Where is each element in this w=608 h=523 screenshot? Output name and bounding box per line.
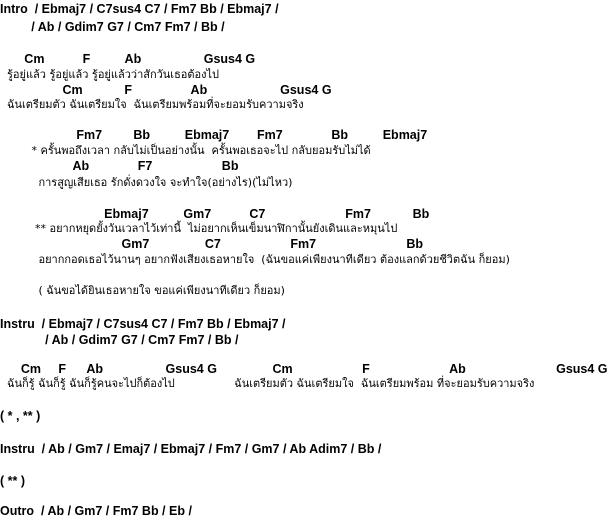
verse2-lyric: ฉันก็รู้ ฉันก็รู้ ฉันก็รู้คนจะไปก็ต้องไป… bbox=[0, 377, 535, 390]
chorus-lyric-1: * ครั้นพอถึงเวลา กลับไม่เป็นอย่างนั้น คร… bbox=[0, 144, 371, 157]
hook-lyric-1: ** อยากหยุดยั้งวันเวลาไว้เท่านี้ ไม่อยาก… bbox=[0, 222, 398, 235]
hook-chords-2: Gm7 C7 Fm7 Bb bbox=[0, 237, 424, 251]
instru-line-1: Instru / Ebmaj7 / C7sus4 C7 / Fm7 Bb / E… bbox=[0, 317, 286, 331]
repeat-marker-2: ( ** ) bbox=[0, 474, 25, 488]
hook-lyric-3: ( ฉันขอได้ยินเธอหายใจ ขอแค่เพียงนาทีเดีย… bbox=[0, 284, 285, 297]
verse1-lyric-1: รู้อยู่แล้ว รู้อยู่แล้ว รู้อยู่แล้วว่าสั… bbox=[0, 68, 220, 81]
hook-lyric-2: อยากกอดเธอไว้นานๆ อยากฟังเสียงเธอหายใจ (… bbox=[0, 253, 510, 266]
outro-line: Outro / Ab / Gm7 / Fm7 Bb / Eb / bbox=[0, 504, 192, 518]
intro-line-1: Intro / Ebmaj7 / C7sus4 C7 / Fm7 Bb / Eb… bbox=[0, 2, 279, 16]
verse1-lyric-2: ฉันเตรียมตัว ฉันเตรียมใจ ฉันเตรียมพร้อมท… bbox=[0, 98, 304, 111]
chorus-chords-2: Ab F7 Bb bbox=[0, 159, 239, 173]
verse1-chords-2: Cm F Ab Gsus4 G bbox=[0, 83, 332, 97]
chorus-chords-1: Fm7 Bb Ebmaj7 Fm7 Bb Ebmaj7 bbox=[0, 128, 428, 142]
verse1-chords-1: Cm F Ab Gsus4 G bbox=[0, 52, 256, 66]
repeat-marker-1: ( * , ** ) bbox=[0, 409, 41, 423]
instru2-line: Instru / Ab / Gm7 / Emaj7 / Ebmaj7 / Fm7… bbox=[0, 442, 382, 456]
instru-line-2: / Ab / Gdim7 G7 / Cm7 Fm7 / Bb / bbox=[0, 333, 239, 347]
intro-line-2: / Ab / Gdim7 G7 / Cm7 Fm7 / Bb / bbox=[0, 20, 225, 34]
chorus-lyric-2: การสูญเสียเธอ รักดั่งดวงใจ จะทำใจ(อย่างไ… bbox=[0, 176, 293, 189]
verse2-chords: Cm F Ab Gsus4 G Cm F Ab Gsus4 G bbox=[0, 362, 608, 376]
hook-chords-1: Ebmaj7 Gm7 C7 Fm7 Bb bbox=[0, 207, 430, 221]
